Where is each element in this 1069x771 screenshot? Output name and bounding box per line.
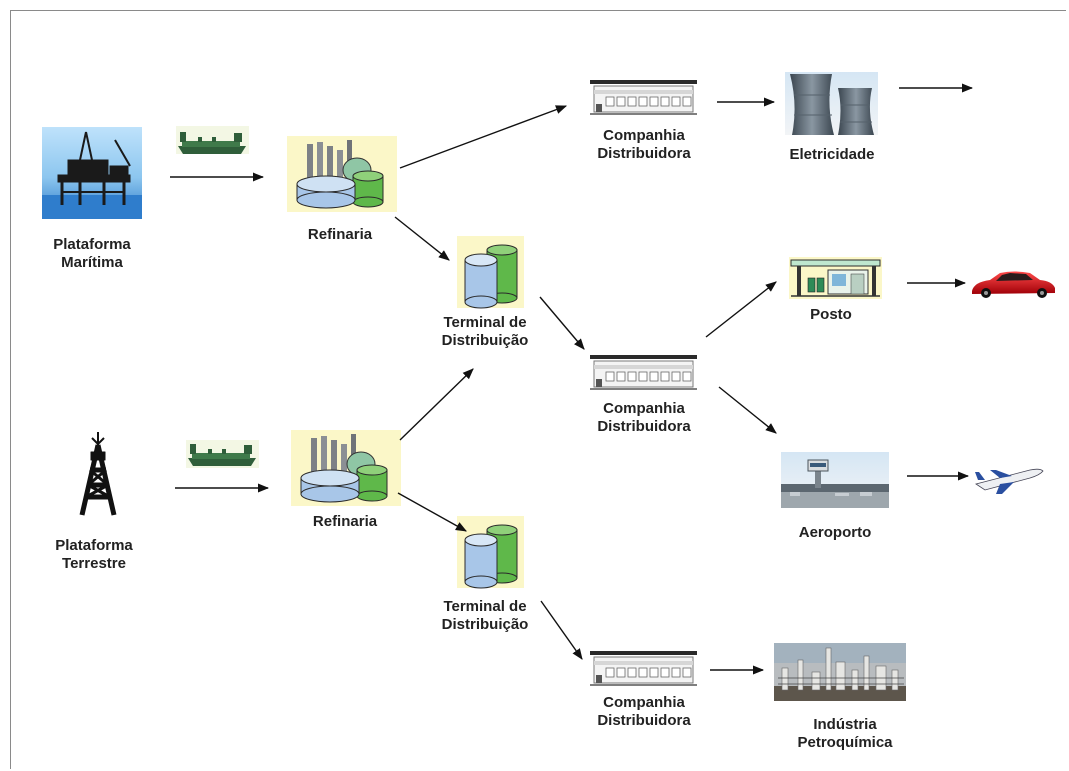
label-line: Petroquímica (797, 734, 893, 751)
label-line: Distribuição (441, 616, 529, 633)
label-companhia-distribuidora: Companhia Distribuidora (583, 694, 705, 730)
car-icon (972, 271, 1055, 298)
label-line: Indústria (813, 716, 877, 733)
label-terminal-distribuicao: Terminal de Distribuição (425, 314, 545, 350)
offshore-platform-icon (42, 127, 142, 219)
label-line: Distribuidora (597, 418, 691, 435)
gas-station-icon (789, 257, 882, 299)
warehouse-icon (590, 651, 697, 689)
airport-icon (781, 452, 889, 508)
label-line: Terminal de (443, 314, 527, 331)
tanker-ship-icon (176, 126, 249, 154)
arrow (394, 216, 450, 261)
label-line: Companhia (603, 694, 685, 711)
label-line: Refinaria (307, 226, 373, 243)
label-line: Distribuidora (597, 712, 691, 729)
label-line: Terminal de (443, 598, 527, 615)
arrow (705, 281, 777, 338)
label-line: Distribuidora (597, 145, 691, 162)
label-companhia-distribuidora: Companhia Distribuidora (583, 400, 705, 436)
arrow (540, 600, 583, 660)
label-line: Refinaria (312, 513, 378, 530)
storage-tank-icon (457, 236, 524, 309)
label-line: Plataforma (55, 537, 133, 554)
label-line: Eletricidade (789, 146, 875, 163)
label-line: Aeroporto (798, 524, 872, 541)
label-line: Terrestre (62, 555, 126, 572)
label-line: Companhia (603, 127, 685, 144)
arrow (539, 296, 585, 350)
arrow (397, 492, 467, 532)
storage-tank-icon (457, 516, 524, 589)
arrow (399, 105, 568, 169)
power-plant-icon (785, 72, 878, 135)
label-line: Marítima (61, 254, 123, 271)
arrow (718, 386, 777, 434)
warehouse-icon (590, 80, 697, 118)
flow-arrows (170, 83, 974, 675)
label-refinaria: Refinaria (285, 226, 395, 244)
label-terminal-distribuicao: Terminal de Distribuição (425, 598, 545, 634)
label-plataforma-maritima: Plataforma Marítima (33, 236, 151, 272)
arrow (399, 368, 474, 441)
oil-derrick-icon (79, 432, 117, 516)
airplane-icon (975, 468, 1044, 494)
label-line: Posto (810, 306, 852, 323)
label-industria-petroquimica: Indústria Petroquímica (780, 716, 910, 752)
refinery-icon (291, 430, 401, 506)
label-refinaria: Refinaria (290, 513, 400, 531)
label-eletricidade: Eletricidade (772, 146, 892, 164)
petrochemical-plant-icon (774, 643, 906, 701)
tanker-ship-icon (186, 440, 259, 468)
label-companhia-distribuidora: Companhia Distribuidora (583, 127, 705, 163)
label-aeroporto: Aeroporto (770, 524, 900, 542)
label-plataforma-terrestre: Plataforma Terrestre (35, 537, 153, 573)
warehouse-icon (590, 355, 697, 393)
label-line: Companhia (603, 400, 685, 417)
label-posto: Posto (776, 306, 886, 324)
label-line: Plataforma (53, 236, 131, 253)
label-line: Distribuição (441, 332, 529, 349)
refinery-icon (287, 136, 397, 212)
